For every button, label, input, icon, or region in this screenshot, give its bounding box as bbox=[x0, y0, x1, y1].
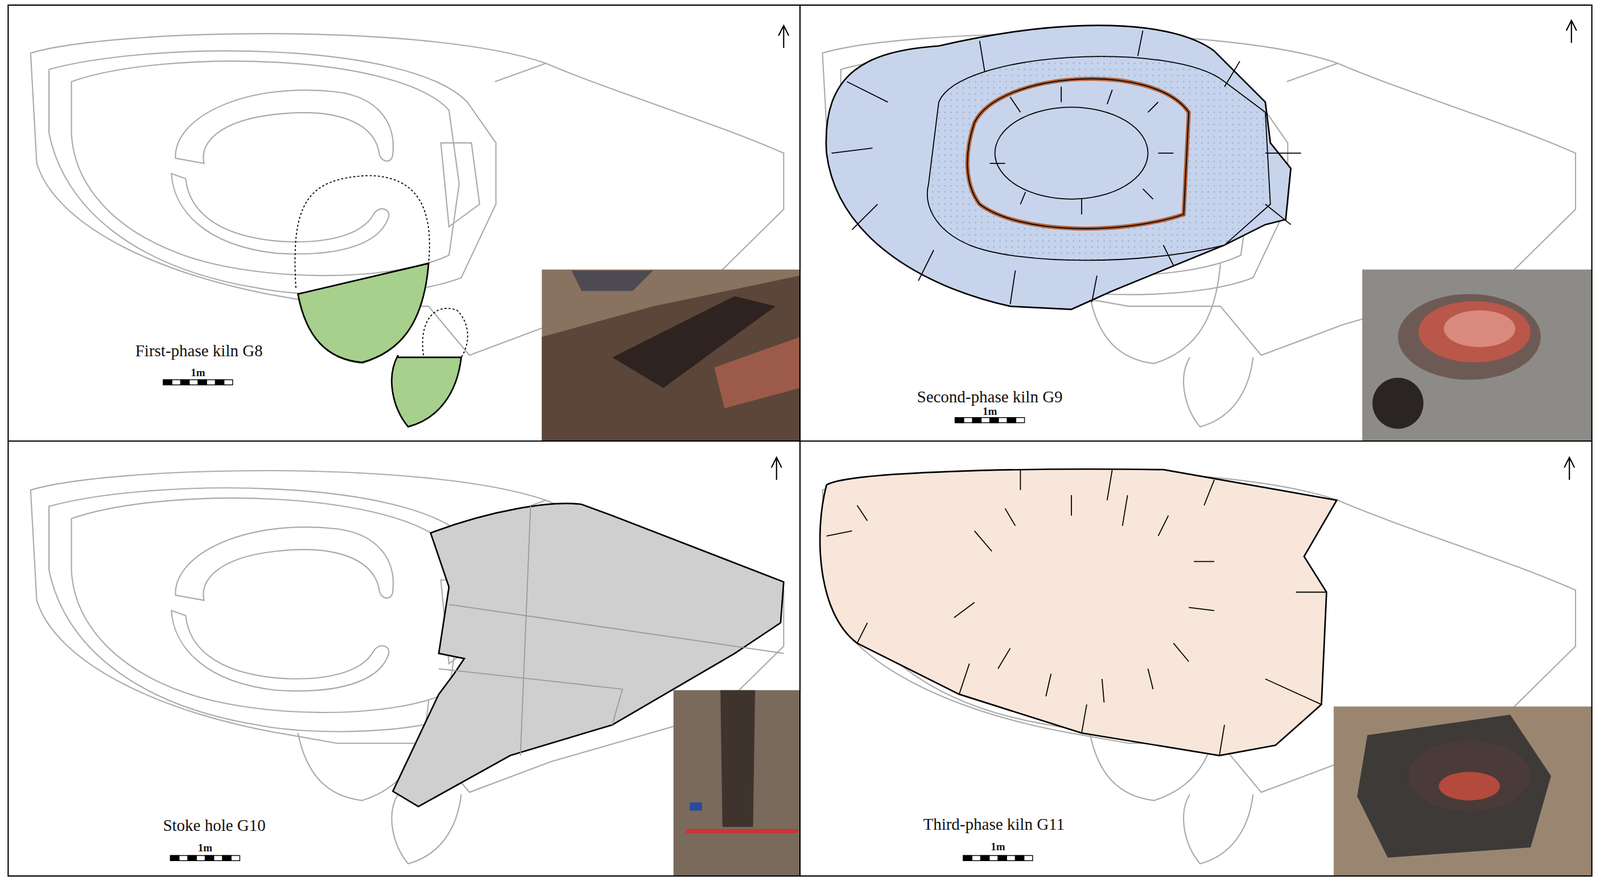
panel-caption: First-phase kiln G8 bbox=[133, 341, 266, 361]
scale-label: 1m bbox=[195, 842, 215, 855]
scale-label: 1m bbox=[980, 405, 1000, 418]
scale-label: 1m bbox=[988, 840, 1008, 853]
panel-caption: Stoke hole G10 bbox=[160, 816, 268, 835]
scale-label: 1m bbox=[188, 366, 208, 379]
panel-caption: Second-phase kiln G9 bbox=[914, 388, 1066, 407]
panel-caption: Third-phase kiln G11 bbox=[920, 815, 1067, 834]
